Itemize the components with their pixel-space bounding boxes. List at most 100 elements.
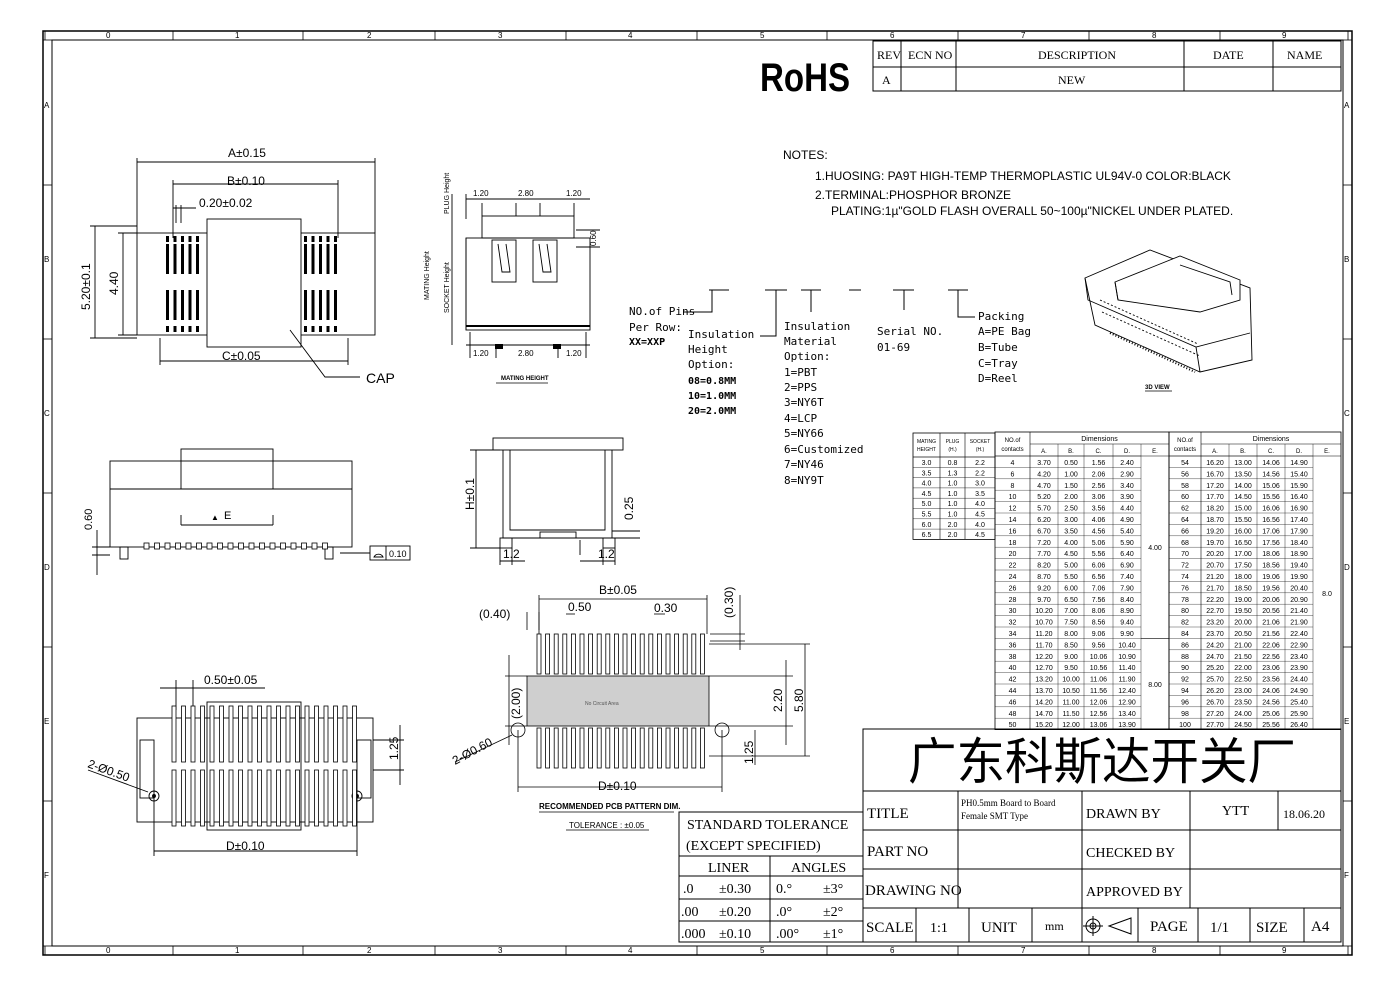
dim-table-cell: 8.06 (1092, 608, 1106, 615)
dim-table-cell: 7.00 (1064, 608, 1078, 615)
grid-col-label: 1 (235, 31, 240, 40)
grid-row-label: E (1344, 717, 1349, 726)
top-pin-tail (173, 326, 177, 332)
ih-6: 20=2.0MM (688, 406, 736, 417)
dim-table-cell: 4.40 (1120, 506, 1134, 513)
dim-table-cell: 20.00 (1234, 620, 1252, 627)
dim-table-cell: 22.56 (1262, 654, 1280, 661)
grid-marks (43, 31, 1352, 955)
dim-table-cell: 17.90 (1290, 528, 1308, 535)
dim-table-cell: 18.00 (1234, 574, 1252, 581)
height-table-cell: 3.0 (975, 481, 985, 488)
end-t: 0.25 (622, 496, 636, 520)
bottom-pin (181, 769, 186, 827)
top-pin (166, 290, 169, 320)
bottom-pin (276, 705, 281, 763)
company-name: 广东科斯达开关厂 (908, 734, 1296, 790)
rev-header: REV (877, 48, 901, 62)
bottom-pin (171, 705, 177, 763)
dim-table-cell: 90 (1181, 665, 1189, 672)
front-e-mark: ▲ (211, 513, 219, 522)
grid-row-label: B (44, 255, 49, 264)
size-label: SIZE (1256, 920, 1288, 936)
dim-table-cell: 6 (1011, 471, 1015, 478)
dim-table-cell: 4.00 (1064, 540, 1078, 547)
grid-col-label: 2 (367, 946, 372, 955)
dim-table-cell: 5.56 (1092, 551, 1106, 558)
top-pin (334, 290, 337, 320)
title-label: TITLE (867, 806, 909, 822)
dim-table-cell: 25.70 (1206, 677, 1224, 684)
dim-table-cell: 10.56 (1090, 665, 1108, 672)
grid-row-label: C (44, 409, 50, 418)
dim-table-cell: 11.70 (1036, 642, 1053, 649)
title-value-2: Female SMT Type (961, 811, 1028, 821)
dim-table-cell: 22 (1009, 563, 1017, 570)
dim-table-cell: 24 (1009, 574, 1017, 581)
dim-table-cell: 2.40 (1120, 460, 1134, 467)
dim-table-cell: 18.70 (1206, 517, 1224, 524)
top-pin (326, 290, 330, 320)
drawn-by-label: DRAWN BY (1086, 807, 1161, 822)
front-h: 0.60 (83, 509, 95, 530)
dim-table-cell: 16.70 (1206, 471, 1224, 478)
front-flat: 0.10 (389, 549, 407, 559)
dim-table-cell: 2.56 (1092, 483, 1106, 490)
bottom-pin (342, 769, 348, 827)
pcb-pad (657, 727, 662, 769)
bottom-pin (209, 769, 215, 827)
tol-r1c1: .0 (683, 882, 694, 897)
dim-table-cell: 10 (1009, 494, 1017, 501)
bottom-pin (342, 705, 348, 763)
tolerance-box (678, 811, 864, 943)
dim-table-cell: 22.70 (1206, 608, 1224, 615)
dim-table-cell: 18.20 (1206, 506, 1224, 513)
pins-3: XX=XXP (629, 337, 665, 348)
grid-col-label: 7 (1021, 31, 1026, 40)
dim-table-cell: 25.90 (1290, 711, 1308, 718)
grid-row-label: E (44, 717, 49, 726)
top-pin (304, 290, 307, 320)
bottom-pin (219, 769, 224, 827)
part-no-label: PART NO (867, 844, 928, 860)
dim-table-cell: 25.56 (1262, 722, 1280, 729)
dim-table-cell: 4.70 (1037, 483, 1051, 490)
ih-3: Option: (688, 358, 734, 371)
dim-table-cell: 22.00 (1234, 665, 1252, 672)
pcb-tolerance: TOLERANCE : ±0.05 (569, 821, 645, 830)
dim-table-cell: 6.90 (1120, 563, 1134, 570)
side-view-dims: PLUG Height MATING Height SOCKET Height … (424, 173, 598, 382)
dim-table-cell: 5.70 (1037, 506, 1051, 513)
front-pin (248, 542, 255, 550)
tol-r3c2: ±0.10 (719, 927, 751, 942)
dim-table-cell: 8.90 (1120, 608, 1134, 615)
bottom-pin (266, 769, 272, 827)
dim-table-cell: 19.50 (1234, 608, 1252, 615)
dim-table-cell: 10.50 (1062, 688, 1080, 695)
dim-table-cell: 24.06 (1262, 688, 1280, 695)
bottom-pin (333, 705, 338, 763)
side-caption: MATING HEIGHT (501, 376, 549, 382)
bottom-h: 1.25 (387, 736, 401, 760)
dim-table-cell: 21.40 (1290, 608, 1308, 615)
bottom-pin (190, 705, 196, 763)
dim-table-cell: 6.20 (1037, 517, 1051, 524)
dim-table-cell: 22.06 (1262, 642, 1280, 649)
note-2: 2.TERMINAL:PHOSPHOR BRONZE (815, 188, 1011, 202)
dim-table-cell: 3.70 (1037, 460, 1051, 467)
dim-table-cell: 86 (1181, 642, 1189, 649)
dim-table-e: 8.0 (1322, 591, 1332, 598)
pcb-inner-label: No Circuit Area (585, 701, 619, 707)
dim-table-cell: 21.70 (1206, 585, 1224, 592)
ih-4: 08=0.8MM (688, 376, 736, 387)
bottom-pin (314, 769, 319, 827)
serial-2: 01-69 (877, 341, 910, 354)
pack-1: Packing (978, 310, 1024, 323)
dim-table-cell: 12.90 (1118, 699, 1136, 706)
dim-table-cell: 12.70 (1035, 665, 1053, 672)
top-pin (304, 244, 307, 274)
dim-table-frame (1168, 431, 1342, 731)
height-table-cell: 4.5 (922, 491, 932, 498)
dim-table-cell: 11.40 (1119, 665, 1136, 672)
height-table-header: MATING (917, 439, 936, 445)
